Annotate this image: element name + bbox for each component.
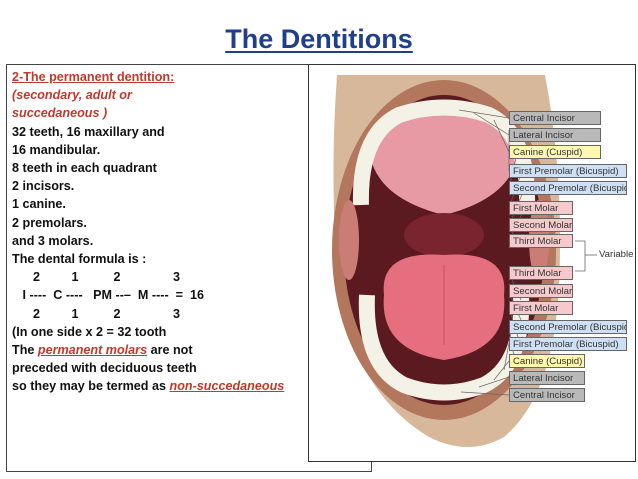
- formula-main: I ---- C ---- PM --– M ---- = 16: [12, 288, 205, 303]
- label-lower-canine: Canine (Cuspid): [509, 354, 585, 368]
- page-title: The Dentitions: [0, 24, 638, 55]
- label-upper-first-premolar: First Premolar (Bicuspid): [509, 164, 627, 178]
- label-upper-lateral-incisor: Lateral Incisor: [509, 128, 601, 142]
- formula-intro: The dental formula is :: [12, 252, 147, 267]
- label-lower-second-molar: Second Molar: [509, 284, 573, 298]
- label-lower-second-premolar: Second Premolar (Bicuspid): [509, 320, 627, 334]
- non-succedaneous-term: non-succedaneous: [169, 379, 285, 394]
- label-upper-first-molar: First Molar: [509, 201, 573, 215]
- body-line-10: The permanent molars are not: [12, 343, 193, 358]
- label-upper-central-incisor: Central Incisor: [509, 111, 601, 125]
- page-title-text: The Dentitions: [225, 24, 413, 54]
- permanent-molars-term: permanent molars: [37, 343, 148, 358]
- variable-label: Variable: [599, 249, 634, 260]
- body-line-11: preceded with deciduous teeth: [12, 361, 197, 376]
- label-lower-central-incisor: Central Incisor: [509, 388, 585, 402]
- body-line-12: so they may be termed as non-succedaneou…: [12, 379, 285, 394]
- body-line-3: 8 teeth in each quadrant: [12, 161, 157, 176]
- formula-denominator: 2 1 2 3: [12, 306, 180, 321]
- text-body: 2-The permanent dentition: (secondary, a…: [12, 68, 312, 396]
- label-lower-third-molar: Third Molar: [509, 266, 573, 280]
- body-line-4: 2 incisors.: [12, 179, 75, 194]
- label-upper-second-molar: Second Molar: [509, 218, 573, 232]
- body-line-2: 16 mandibular.: [12, 142, 101, 157]
- label-lower-lateral-incisor: Lateral Incisor: [509, 371, 585, 385]
- subheading-line-1: (secondary, adult or: [12, 88, 132, 103]
- formula-numerator: 2 1 2 3: [12, 270, 180, 285]
- label-lower-first-molar: First Molar: [509, 301, 573, 315]
- label-upper-third-molar: Third Molar: [509, 234, 573, 248]
- body-line-9: (In one side x 2 = 32 tooth: [12, 324, 167, 339]
- body-line-7: and 3 molars.: [12, 233, 94, 248]
- label-upper-second-premolar: Second Premolar (Bicuspid): [509, 181, 627, 195]
- section-heading: 2-The permanent dentition:: [12, 70, 175, 84]
- mouth-illustration: [332, 75, 561, 447]
- body-line-1: 32 teeth, 16 maxillary and: [12, 124, 165, 139]
- subheading-line-2: succedaneous ): [12, 106, 108, 121]
- dentition-figure: Central Incisor Lateral Incisor Canine (…: [308, 64, 636, 462]
- label-lower-first-premolar: First Premolar (Bicuspid): [509, 337, 627, 351]
- body-line-6: 2 premolars.: [12, 215, 87, 230]
- label-upper-canine: Canine (Cuspid): [509, 145, 601, 159]
- body-line-5: 1 canine.: [12, 197, 66, 212]
